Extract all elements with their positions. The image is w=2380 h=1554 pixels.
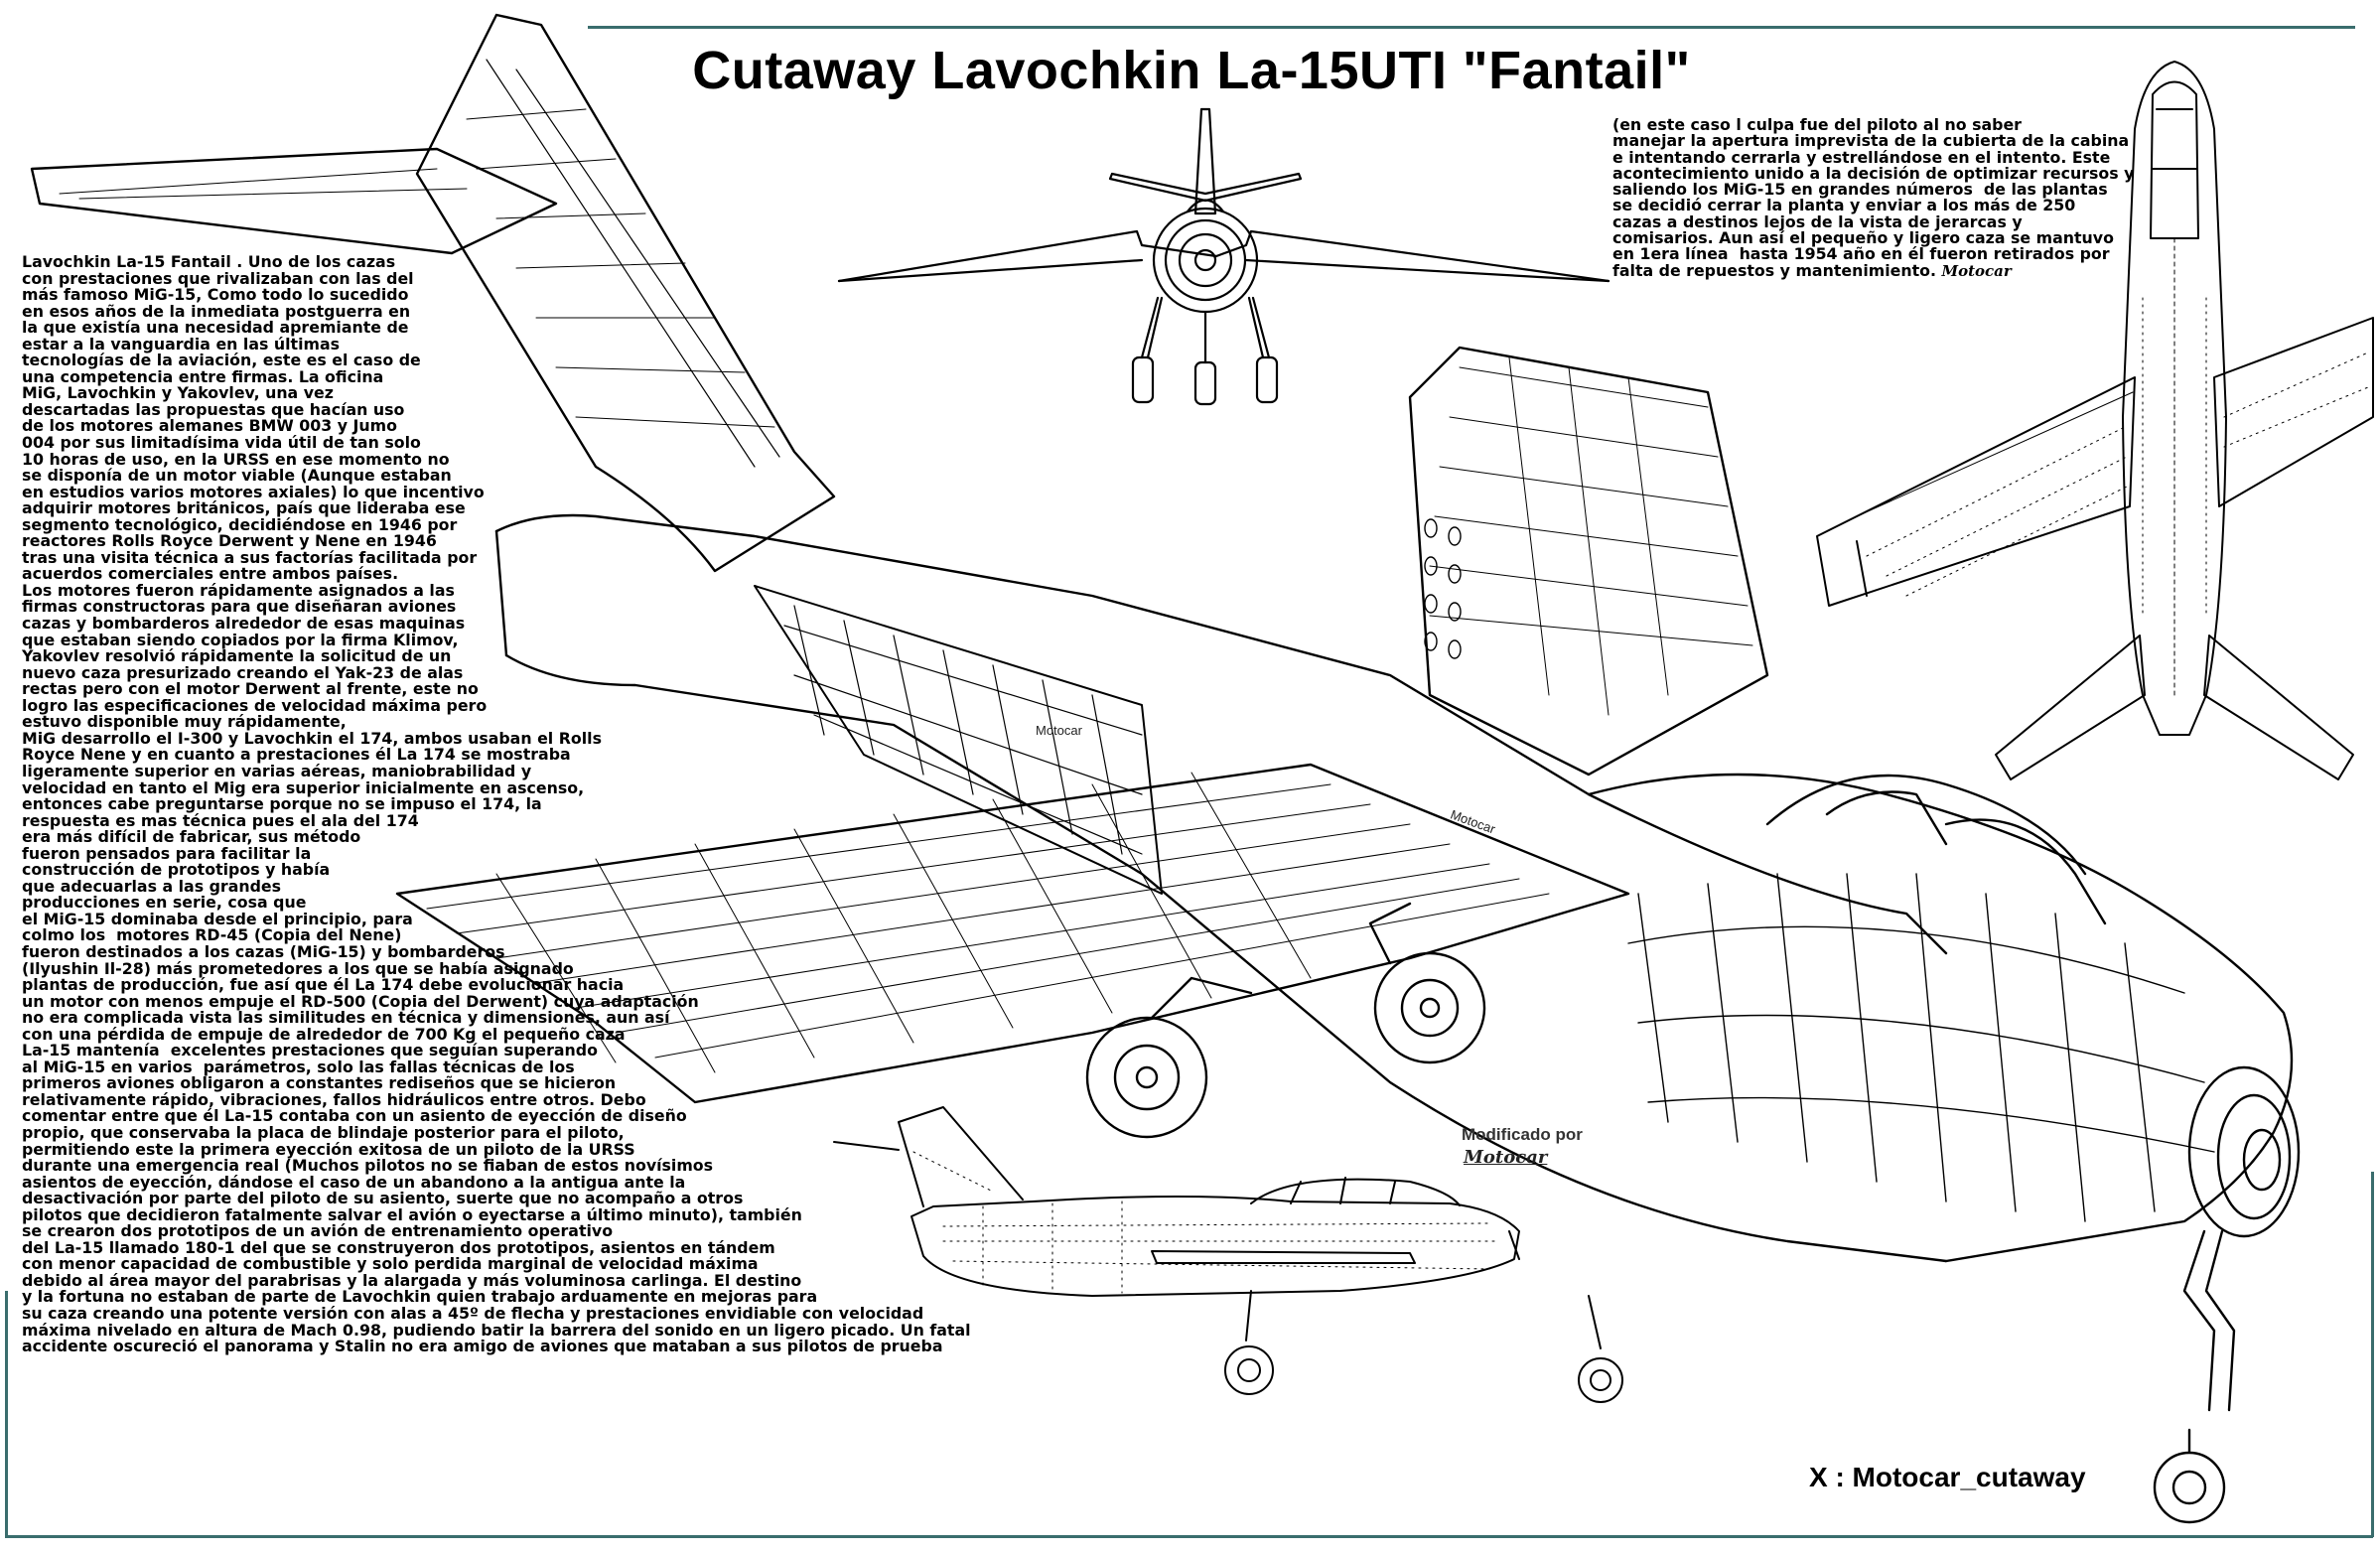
side-view-drawing bbox=[833, 1106, 1623, 1403]
page-title: Cutaway Lavochkin La-15UTI "Fantail" bbox=[692, 41, 1691, 100]
front-view-drawing bbox=[837, 107, 1610, 406]
frame-top-line bbox=[588, 26, 2355, 29]
credit-handle: X : Motocar_cutaway bbox=[1809, 1462, 2086, 1492]
right-text-body: (en este caso l culpa fue del piloto al … bbox=[1612, 115, 2135, 280]
frame-bottom-line bbox=[5, 1535, 2373, 1538]
frame-right-line bbox=[2371, 1172, 2374, 1537]
right-text: (en este caso l culpa fue del piloto al … bbox=[1612, 115, 2228, 280]
top-view-drawing bbox=[1816, 61, 2374, 780]
cutaway-drawing bbox=[30, 13, 2301, 1524]
modified-signature: Motocar bbox=[1464, 1147, 1548, 1168]
frame-left-line bbox=[5, 1291, 8, 1537]
body-text: Lavochkin La-15 Fantail . Uno de los caz… bbox=[22, 252, 971, 1356]
right-text-signature: Motocar bbox=[1941, 261, 2012, 280]
modified-label: Modificado por bbox=[1462, 1125, 1583, 1144]
engine-watermark: Motocar bbox=[1036, 723, 1082, 738]
